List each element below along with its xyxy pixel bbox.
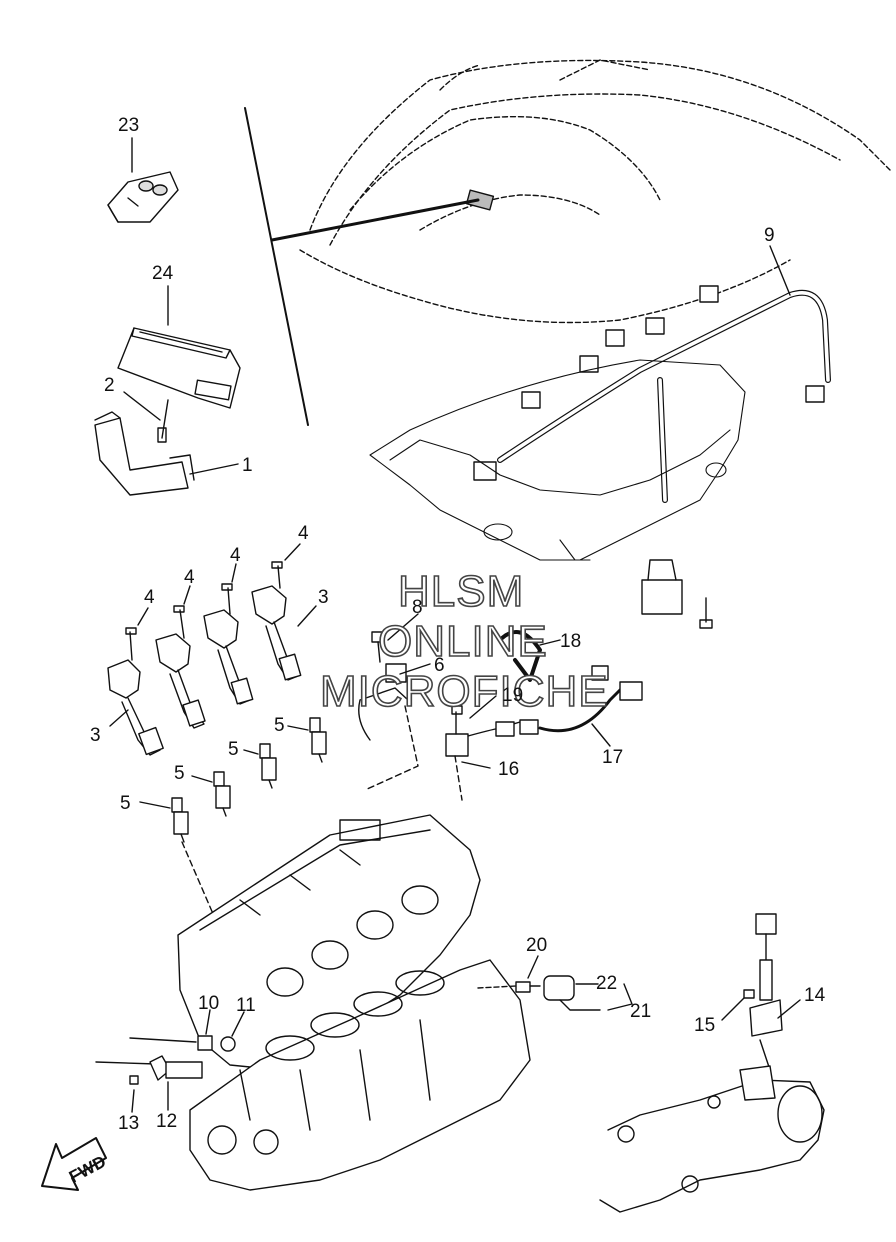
callout-4-a: 4: [144, 587, 155, 608]
callout-12: 12: [156, 1111, 178, 1132]
small-bolt-top-right: [699, 597, 713, 629]
hose-18: [498, 630, 542, 682]
callout-5-c: 5: [174, 763, 185, 784]
callout-11: 11: [236, 995, 256, 1016]
callout-20: 20: [526, 935, 548, 956]
callout-3-right: 3: [318, 587, 329, 608]
callout-9: 9: [764, 225, 775, 246]
hull-sensor-spot: [465, 189, 495, 211]
callout-14: 14: [804, 985, 826, 1006]
callout-5-a: 5: [274, 715, 285, 736]
sensor-10-11: [129, 1035, 236, 1052]
callout-24: 24: [152, 263, 174, 284]
watercraft-hull-outline: [299, 59, 891, 324]
sensor-16-19: [445, 705, 539, 757]
callout-15: 15: [694, 1015, 716, 1036]
remote-fob-23: [107, 171, 179, 223]
callout-5-b: 5: [228, 739, 239, 760]
callout-17: 17: [602, 747, 624, 768]
callout-2: 2: [104, 375, 115, 396]
callout-22: 22: [596, 973, 618, 994]
spark-plugs-5: [171, 717, 327, 843]
pin-2: [157, 399, 169, 443]
divider-line: [244, 107, 309, 426]
watermark-line-1: HLSM: [397, 567, 525, 616]
callout-16: 16: [498, 759, 520, 780]
watermark-line-2: ONLINE: [377, 617, 548, 666]
callout-19: 19: [502, 685, 524, 706]
cylinder-block: [189, 959, 531, 1191]
hull-leader-line: [270, 198, 480, 242]
cylinder-head: [177, 814, 481, 1071]
control-unit-24: [117, 327, 241, 409]
callout-4-d: 4: [298, 523, 309, 544]
callout-18: 18: [560, 631, 582, 652]
callout-8: 8: [412, 597, 423, 618]
sensor-20-22: [515, 975, 601, 1011]
engine-cover: [369, 359, 746, 561]
callout-4-b: 4: [184, 567, 195, 588]
sensor-8-6: [358, 631, 409, 741]
forward-arrow: [41, 1137, 107, 1191]
callout-13: 13: [118, 1113, 140, 1134]
ignition-coil-left-group: [107, 585, 302, 756]
watermark-line-3: MICROFICHE: [319, 667, 609, 716]
lead-wire-17: [538, 665, 643, 733]
callout-1: 1: [242, 455, 253, 476]
callout-3-left: 3: [90, 725, 101, 746]
bracket-1: [94, 411, 195, 496]
callout-4-c: 4: [230, 545, 241, 566]
callout-10: 10: [198, 993, 220, 1014]
callout-21: 21: [630, 1001, 652, 1022]
callout-6: 6: [434, 655, 445, 676]
wiring-harness-9: [473, 285, 831, 615]
callout-23: 23: [118, 115, 140, 136]
exhaust-pipe: [599, 1065, 825, 1213]
sensor-14-15: [743, 913, 783, 1071]
callout-5-d: 5: [120, 793, 131, 814]
coil-bolts-4: [125, 561, 283, 661]
sensor-12-13: [95, 1055, 203, 1085]
